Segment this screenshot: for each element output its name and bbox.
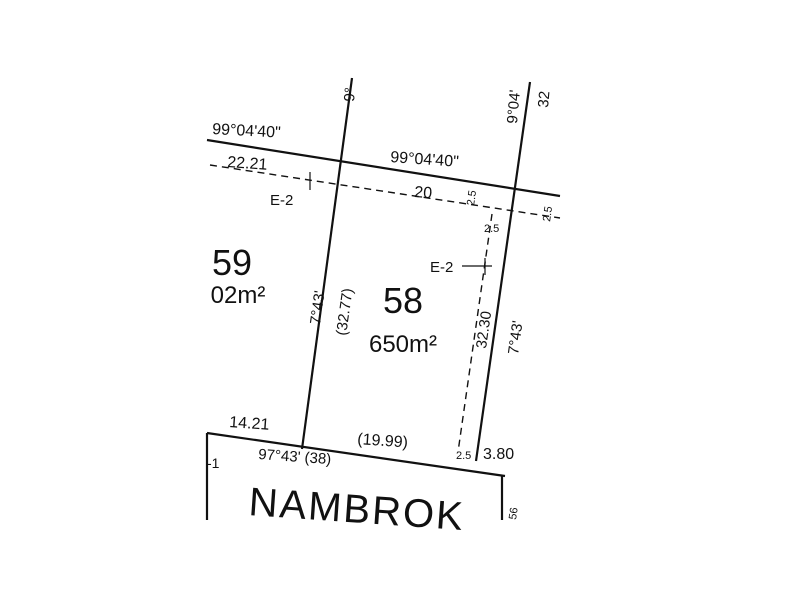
easement-width-b: 2.5 <box>484 223 499 235</box>
easement-lines <box>209 164 561 453</box>
lot-58-number: 58 <box>383 280 423 321</box>
lot-59-number: 59 <box>212 242 252 283</box>
lot-59-area: 02m² <box>211 282 266 309</box>
easement-label-right: E-2 <box>430 259 453 276</box>
dimension-easement-length: 32.30 <box>473 310 495 350</box>
lot-58-left-boundary <box>300 77 354 450</box>
bearing-left-boundary: 7°43' <box>307 289 329 325</box>
fragment-bottom-left: -1 <box>207 455 220 471</box>
dimension-top-right-edge: 32 <box>535 90 553 108</box>
dimension-bottom-left: 14.21 <box>229 414 270 434</box>
easement-width-c: 2.5 <box>541 206 555 223</box>
dimension-top-left-distance: 22.21 <box>227 154 268 174</box>
easement-width-a: 2.5 <box>465 190 479 207</box>
bearing-top-right-vertical: 9°04' <box>504 89 524 124</box>
easement-top-line <box>209 164 561 219</box>
dimension-left-side: (32.77) <box>333 287 356 336</box>
bearing-bottom: 97°43' (38) <box>258 446 332 468</box>
bearing-top-left-vertical: 9° <box>341 87 359 103</box>
bearing-top-center: 99°04'40" <box>390 149 460 171</box>
lot-58-area: 650m² <box>369 331 437 358</box>
fragment-bottom-right: 56 <box>507 507 521 521</box>
road-name: NAMBROK <box>247 480 466 539</box>
bearing-top-left: 99°04'40" <box>212 121 281 142</box>
easement-label-left: E-2 <box>270 192 293 209</box>
easement-right-line <box>457 213 493 453</box>
bearing-right-boundary: 7°43' <box>505 319 527 355</box>
easement-markers <box>309 172 492 275</box>
lot-boundaries <box>205 77 561 520</box>
dimension-top-lot-frontage: 20 <box>414 184 433 202</box>
dimension-bottom-frontage: (19.99) <box>357 431 409 451</box>
top-boundary <box>206 138 561 198</box>
bottom-boundary <box>206 431 506 478</box>
easement-width-d: 2.5 <box>456 450 471 462</box>
dimension-corner-offset: 3.80 <box>483 446 514 463</box>
lot-58-right-boundary <box>474 81 532 462</box>
